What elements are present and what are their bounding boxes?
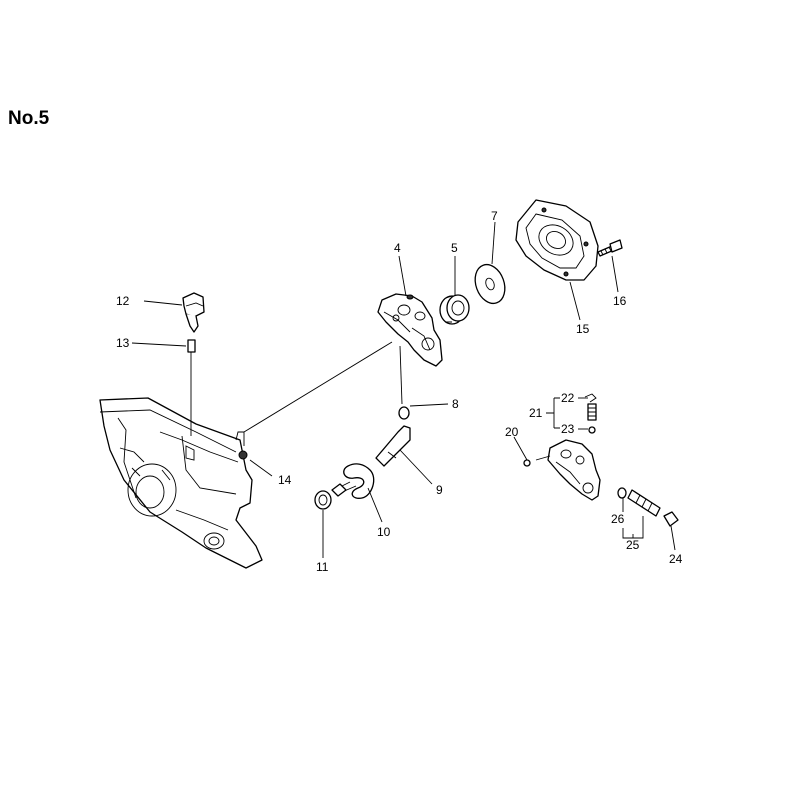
callouts: 12 13 14 4 5 7 8 9 10 11 15 16 20 21 22 … <box>116 209 683 574</box>
callout-21: 21 <box>529 406 543 420</box>
callout-16: 16 <box>613 294 627 308</box>
part-13-spring <box>187 339 196 353</box>
diagram-title: No.5 <box>8 108 50 129</box>
callout-9: 9 <box>436 483 443 497</box>
callout-25: 25 <box>626 538 640 552</box>
leader-lines <box>131 221 676 558</box>
callout-22: 22 <box>561 391 575 405</box>
callout-4: 4 <box>394 241 401 255</box>
part-10-coil-hose <box>331 463 375 499</box>
callout-20: 20 <box>505 425 519 439</box>
part-21-fitting <box>587 403 597 421</box>
callout-8: 8 <box>452 397 459 411</box>
part-5-bush <box>439 294 470 325</box>
part-26-shaft <box>617 487 661 517</box>
callout-7: 7 <box>491 209 498 223</box>
crankcase-housing <box>99 397 263 569</box>
part-7-washer <box>474 263 506 305</box>
callout-23: 23 <box>561 422 575 436</box>
part-9-hose <box>375 425 411 467</box>
part-16-bolt <box>597 239 623 257</box>
part-23-ring <box>588 426 596 434</box>
part-24-cap <box>663 511 679 527</box>
callout-15: 15 <box>576 322 590 336</box>
part-8-seal <box>398 406 410 420</box>
part-11-filter <box>314 490 332 510</box>
part-20-oring <box>523 459 531 467</box>
part-4-oil-pump <box>377 293 443 367</box>
callout-13: 13 <box>116 336 130 350</box>
callout-24: 24 <box>669 552 683 566</box>
part-12-connector <box>182 292 205 333</box>
part-22-clip <box>584 393 597 403</box>
callout-10: 10 <box>377 525 391 539</box>
pump-assembly-right <box>547 439 601 501</box>
part-14-plug <box>238 450 248 460</box>
assembly-lines <box>190 341 551 461</box>
callout-11: 11 <box>316 560 329 574</box>
callout-12: 12 <box>116 294 130 308</box>
part-15-cover-plate <box>515 199 599 281</box>
callout-14: 14 <box>278 473 292 487</box>
callout-5: 5 <box>451 241 458 255</box>
callout-26: 26 <box>611 512 625 526</box>
